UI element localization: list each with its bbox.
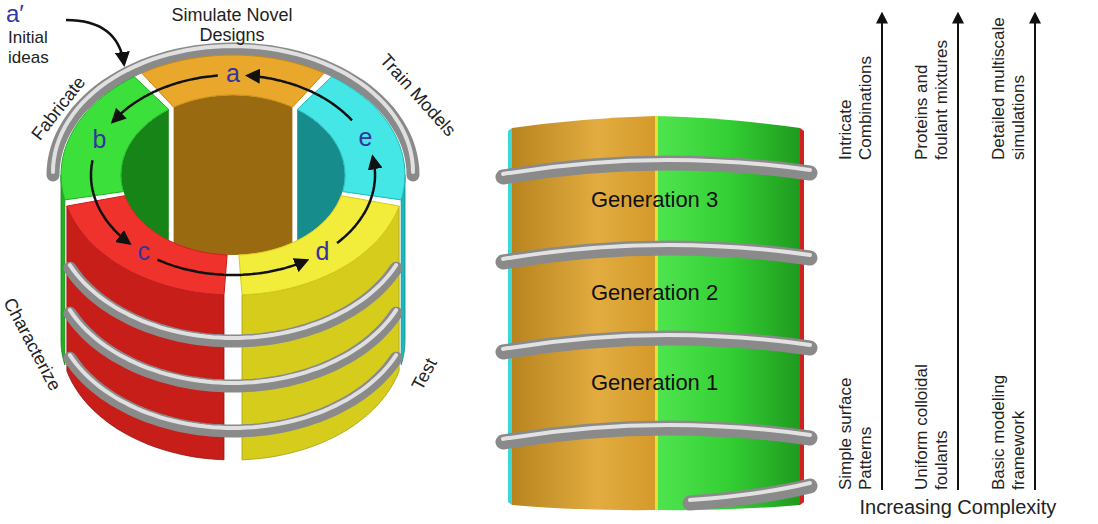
complexity-note: Uniform colloidal foulants [912,340,951,490]
inner-wall [174,95,293,272]
generation-band: Generation 2 [585,278,725,309]
callout-letter: a′ [6,0,24,28]
generation-label: Generation 1 [591,370,719,396]
step-letter: a [222,60,244,88]
coil-tube [70,310,396,383]
step-name: Simulate Novel Designs [157,5,307,46]
cycle-arrow [248,76,352,121]
cycle-arrow [113,76,218,122]
step-letter: b [89,126,111,154]
coil-tube [70,313,396,386]
cycle-ring [53,46,413,460]
complexity-note: Intricate Combinations [836,10,875,160]
coil-tube [503,160,810,503]
cycle-step: aSimulate Novel Designs [222,60,244,90]
generation-band: Generation 3 [585,185,725,216]
step-letter: c [133,238,154,266]
generation-label: Generation 2 [591,280,719,306]
step-letter: e [355,124,377,152]
generation-label: Generation 3 [591,187,719,213]
step-name: Characterize [0,295,65,395]
coil-tube [70,268,396,341]
cycle-step: dTest [311,238,333,268]
cycle-step: cCharacterize [133,238,154,268]
complexity-note: Detailed multiscale simulations [989,10,1028,160]
top-face [297,77,405,200]
cycle-arrow [337,157,375,243]
complexity-note: Simple surface Patterns [836,340,875,490]
coil-tube [70,355,396,428]
complexity-note: Proteins and foulant mixtures [912,10,951,160]
top-face [67,196,227,295]
top-face [239,196,399,295]
step-name: Train Models [376,50,461,141]
complexity-note: Basic modeling framework [989,340,1028,490]
cycle-step: bFabricate [89,126,111,156]
top-face [142,55,324,107]
step-name: Fabricate [27,72,90,144]
step-name: Test [408,355,442,394]
entry-arrow [66,20,124,64]
cycle-arrow [157,260,306,275]
coil-tube [70,358,396,431]
entry-note: Initial ideas [8,28,70,67]
generation-band: Generation 1 [585,368,725,399]
cycle-step: eTrain Models [355,124,377,154]
step-letter: d [311,238,333,266]
axis-title: Increasing Complexity [860,496,1057,519]
cycle-arrow [91,160,129,243]
